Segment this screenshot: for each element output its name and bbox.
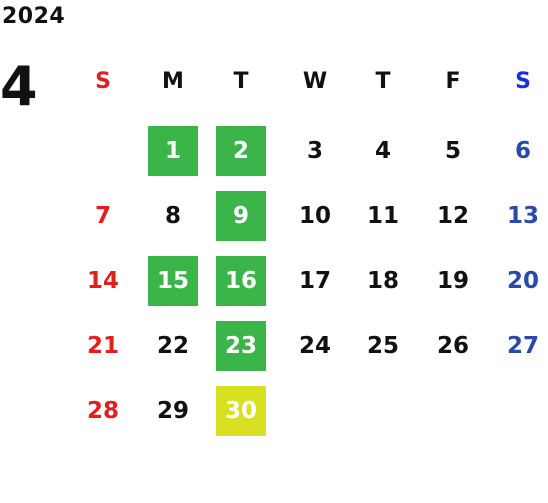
weekday-header: S: [515, 68, 531, 94]
day-cell[interactable]: 24: [298, 333, 331, 359]
day-cell[interactable]: 3: [306, 138, 323, 164]
day-cell[interactable]: 27: [506, 333, 539, 359]
day-cell[interactable]: 19: [436, 268, 469, 294]
day-cell[interactable]: 26: [436, 333, 469, 359]
day-cell[interactable]: 13: [506, 203, 539, 229]
month-number: 4: [0, 55, 38, 118]
day-cell[interactable]: 9: [216, 191, 266, 241]
day-cell[interactable]: 21: [86, 333, 119, 359]
day-cell[interactable]: 1: [148, 126, 198, 176]
weekday-header: S: [95, 68, 111, 94]
day-cell[interactable]: 15: [148, 256, 198, 306]
weekday-header: M: [162, 68, 184, 94]
day-cell[interactable]: 20: [506, 268, 539, 294]
day-cell[interactable]: 12: [436, 203, 469, 229]
weekday-header: T: [375, 68, 391, 94]
day-cell[interactable]: 6: [514, 138, 531, 164]
day-cell[interactable]: 30: [216, 386, 266, 436]
day-cell[interactable]: 2: [216, 126, 266, 176]
day-cell[interactable]: 29: [156, 398, 189, 424]
day-cell[interactable]: 16: [216, 256, 266, 306]
day-cell[interactable]: 18: [366, 268, 399, 294]
weekday-header: W: [302, 68, 328, 94]
day-cell[interactable]: 28: [86, 398, 119, 424]
day-cell[interactable]: 11: [366, 203, 399, 229]
day-cell[interactable]: 17: [298, 268, 331, 294]
day-cell[interactable]: 23: [216, 321, 266, 371]
day-cell[interactable]: 10: [298, 203, 331, 229]
day-cell[interactable]: 25: [366, 333, 399, 359]
weekday-header: T: [233, 68, 249, 94]
day-cell[interactable]: 14: [86, 268, 119, 294]
weekday-header: F: [445, 68, 461, 94]
day-cell[interactable]: 8: [164, 203, 181, 229]
day-cell[interactable]: 22: [156, 333, 189, 359]
day-cell[interactable]: 5: [444, 138, 461, 164]
day-cell[interactable]: 4: [374, 138, 391, 164]
day-cell[interactable]: 7: [94, 203, 111, 229]
year-label: 2024: [2, 4, 66, 29]
